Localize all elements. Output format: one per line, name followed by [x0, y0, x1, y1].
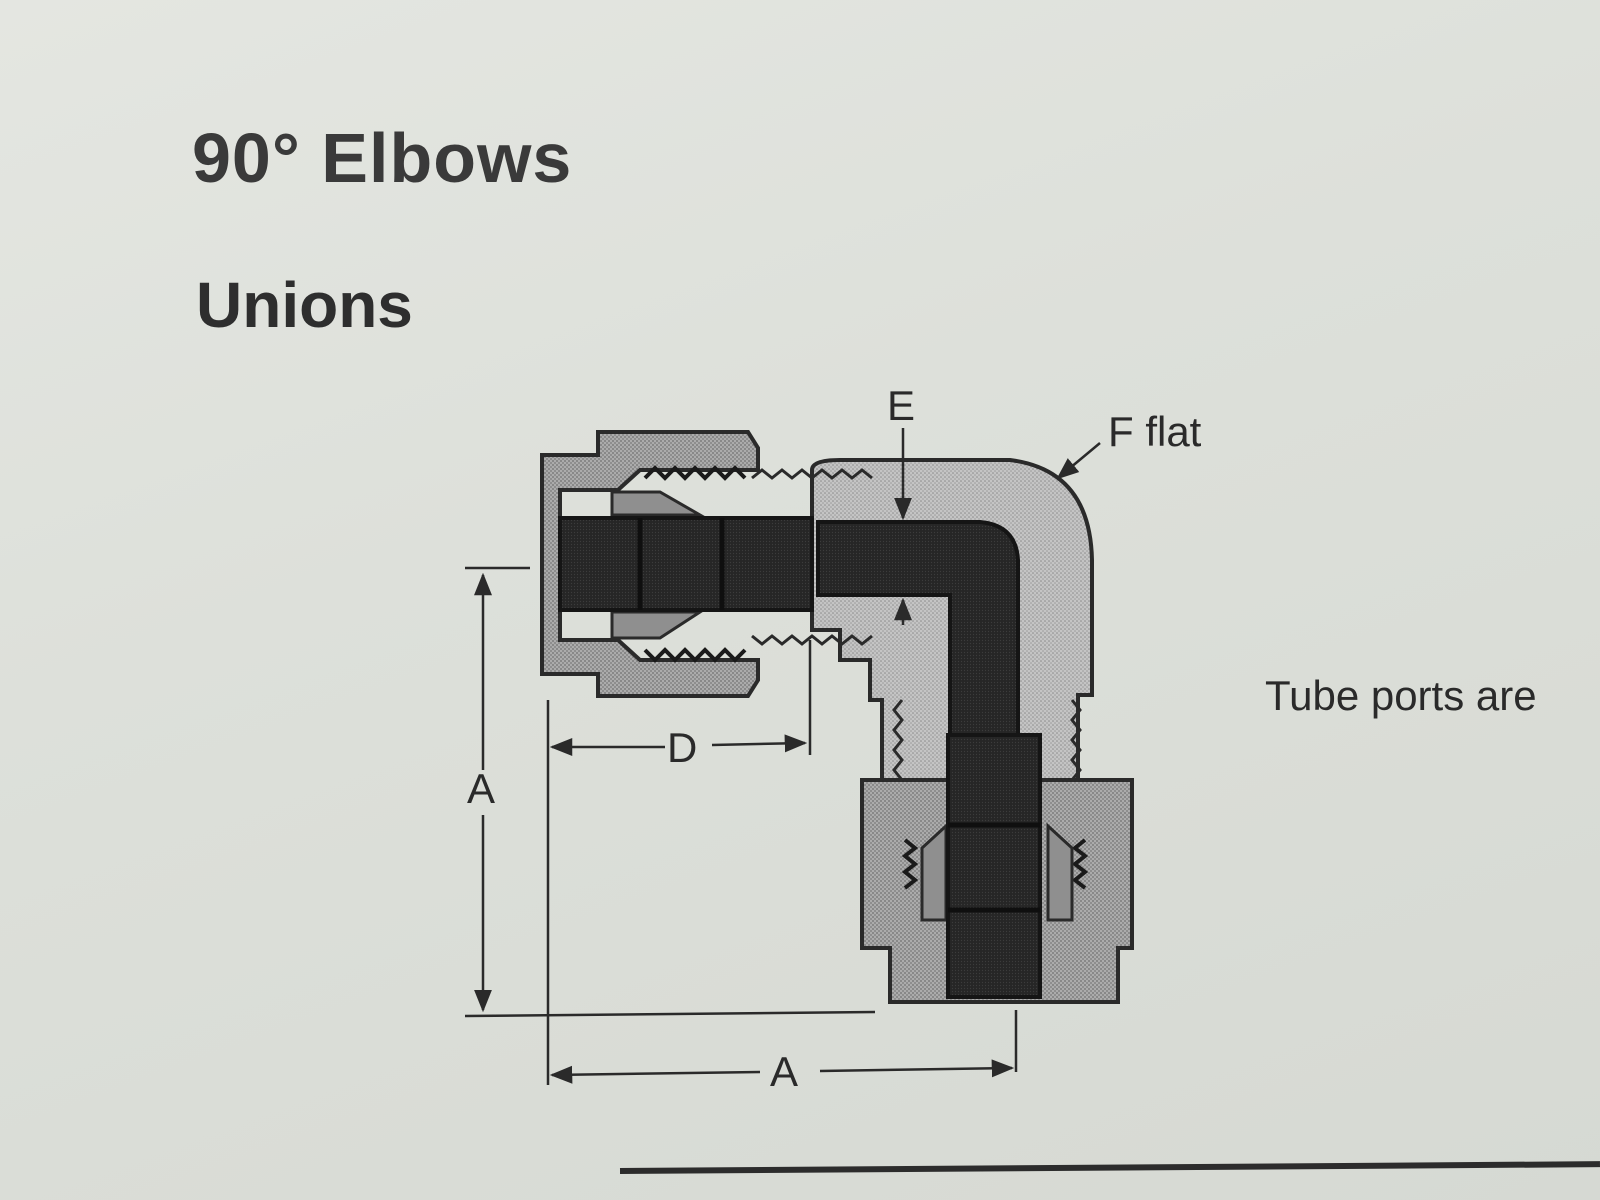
label-f-flat: F flat: [1108, 408, 1202, 455]
page-title: 90° Elbows: [192, 119, 573, 197]
section-subtitle: Unions: [196, 269, 413, 341]
label-e: E: [887, 382, 915, 429]
tube-passage: [558, 516, 1042, 999]
label-a-horizontal: A: [770, 1048, 798, 1095]
side-note: Tube ports are: [1265, 672, 1537, 719]
label-a-vertical: A: [467, 765, 495, 812]
left-nut: [540, 430, 760, 698]
dimension-lines: [464, 428, 1101, 1085]
elbow-body: [751, 458, 1094, 782]
label-d: D: [667, 724, 697, 771]
